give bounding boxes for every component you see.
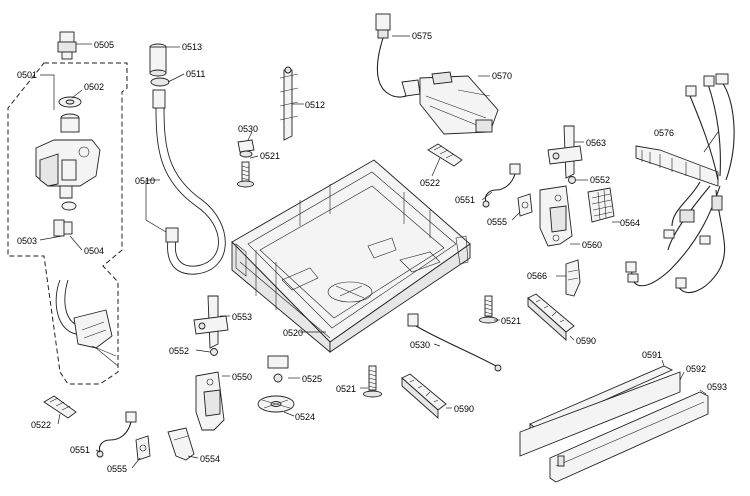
label-0560: 0560 bbox=[582, 240, 602, 250]
label-0593: 0593 bbox=[707, 382, 727, 392]
label-0590-right: 0590 bbox=[576, 336, 596, 346]
part-0520-base-frame bbox=[231, 159, 471, 353]
label-0504: 0504 bbox=[84, 246, 104, 256]
label-0590-left: 0590 bbox=[454, 404, 474, 414]
label-0570: 0570 bbox=[492, 71, 512, 81]
label-0552-top: 0552 bbox=[590, 175, 610, 185]
label-0521-top: 0521 bbox=[260, 151, 280, 161]
part-0505-fitting bbox=[57, 31, 77, 60]
part-0560-door-hinge bbox=[539, 185, 573, 247]
part-0555-clip-right bbox=[517, 193, 533, 217]
part-0521-foot-screw-left bbox=[363, 365, 382, 398]
part-labels: 0505 0501 0502 0503 0504 0513 0511 0510 … bbox=[17, 31, 727, 474]
label-0575: 0575 bbox=[412, 31, 432, 41]
label-0555-right: 0555 bbox=[487, 217, 507, 227]
label-0505: 0505 bbox=[94, 40, 114, 50]
part-0521-foot-screw-top bbox=[237, 161, 254, 188]
label-0522-left: 0522 bbox=[31, 420, 51, 430]
label-0552-left: 0552 bbox=[169, 346, 189, 356]
part-0590-foot-left bbox=[401, 373, 447, 420]
part-0551-sensor-cable-left bbox=[96, 411, 137, 458]
part-0511-clamp bbox=[150, 77, 170, 87]
part-0502-gasket bbox=[58, 96, 82, 108]
part-0592-panel bbox=[519, 371, 681, 457]
part-0552-spring-left bbox=[210, 348, 218, 356]
label-0502: 0502 bbox=[84, 82, 104, 92]
part-0590-foot-right bbox=[527, 293, 575, 342]
part-0525-connector bbox=[267, 355, 289, 383]
part-0504-supply-hose bbox=[55, 279, 119, 367]
part-0510-drain-hose bbox=[152, 89, 226, 275]
part-0503-clip bbox=[53, 201, 77, 237]
part-0530-cable-tie bbox=[407, 313, 502, 372]
part-0566-latch bbox=[565, 259, 581, 297]
label-0555-left: 0555 bbox=[107, 464, 127, 474]
label-0576: 0576 bbox=[654, 128, 674, 138]
part-0553-bracket-left bbox=[193, 295, 229, 349]
part-0501-inlet-valve bbox=[35, 113, 101, 199]
part-0512-cable-holder bbox=[279, 66, 299, 141]
label-0524: 0524 bbox=[295, 412, 315, 422]
label-0511: 0511 bbox=[186, 69, 205, 79]
label-0503: 0503 bbox=[17, 236, 37, 246]
part-0576-wiring-harness bbox=[625, 73, 735, 294]
part-0564-filter-housing bbox=[587, 187, 615, 223]
label-0510: 0510 bbox=[135, 176, 155, 186]
part-0530-nut bbox=[237, 139, 255, 158]
label-0563: 0563 bbox=[586, 138, 606, 148]
part-0554-clip-left bbox=[167, 427, 195, 461]
label-0551-left: 0551 bbox=[70, 445, 90, 455]
label-0592: 0592 bbox=[686, 364, 706, 374]
part-0522-spring-right bbox=[427, 143, 463, 167]
part-0551-sensor-cable-right bbox=[482, 163, 521, 208]
part-0575-power-cord bbox=[375, 13, 421, 98]
part-0563-bracket bbox=[547, 125, 583, 179]
label-0591: 0591 bbox=[642, 350, 662, 360]
leader-lines bbox=[39, 35, 719, 469]
part-0513-sleeve bbox=[149, 43, 167, 77]
label-0525: 0525 bbox=[302, 374, 322, 384]
label-0521-bottom: 0521 bbox=[336, 384, 356, 394]
label-0513: 0513 bbox=[182, 42, 202, 52]
label-0522-right: 0522 bbox=[420, 178, 440, 188]
label-0550: 0550 bbox=[232, 372, 252, 382]
label-0566: 0566 bbox=[527, 271, 547, 281]
part-0555-clip-left bbox=[135, 435, 151, 461]
part-0522-spring-left bbox=[43, 395, 77, 419]
label-0512: 0512 bbox=[305, 100, 325, 110]
part-0570-module bbox=[419, 71, 499, 135]
label-0520: 0520 bbox=[283, 328, 303, 338]
label-0564: 0564 bbox=[620, 218, 640, 228]
part-0521-foot-screw-right bbox=[479, 295, 498, 324]
label-0551-right: 0551 bbox=[455, 195, 475, 205]
label-0554: 0554 bbox=[200, 454, 220, 464]
intake-valve-group-outline bbox=[7, 62, 128, 385]
label-0553: 0553 bbox=[232, 312, 252, 322]
part-0593-kickplate bbox=[549, 391, 709, 483]
label-0530-top: 0530 bbox=[238, 124, 258, 134]
part-0550-door-hinge-left bbox=[195, 371, 225, 431]
part-0524-disc bbox=[257, 395, 295, 413]
part-0552-spring-top bbox=[568, 176, 576, 184]
label-0501: 0501 bbox=[17, 70, 37, 80]
label-0521-right: 0521 bbox=[501, 316, 521, 326]
label-0530-bottom: 0530 bbox=[410, 340, 430, 350]
